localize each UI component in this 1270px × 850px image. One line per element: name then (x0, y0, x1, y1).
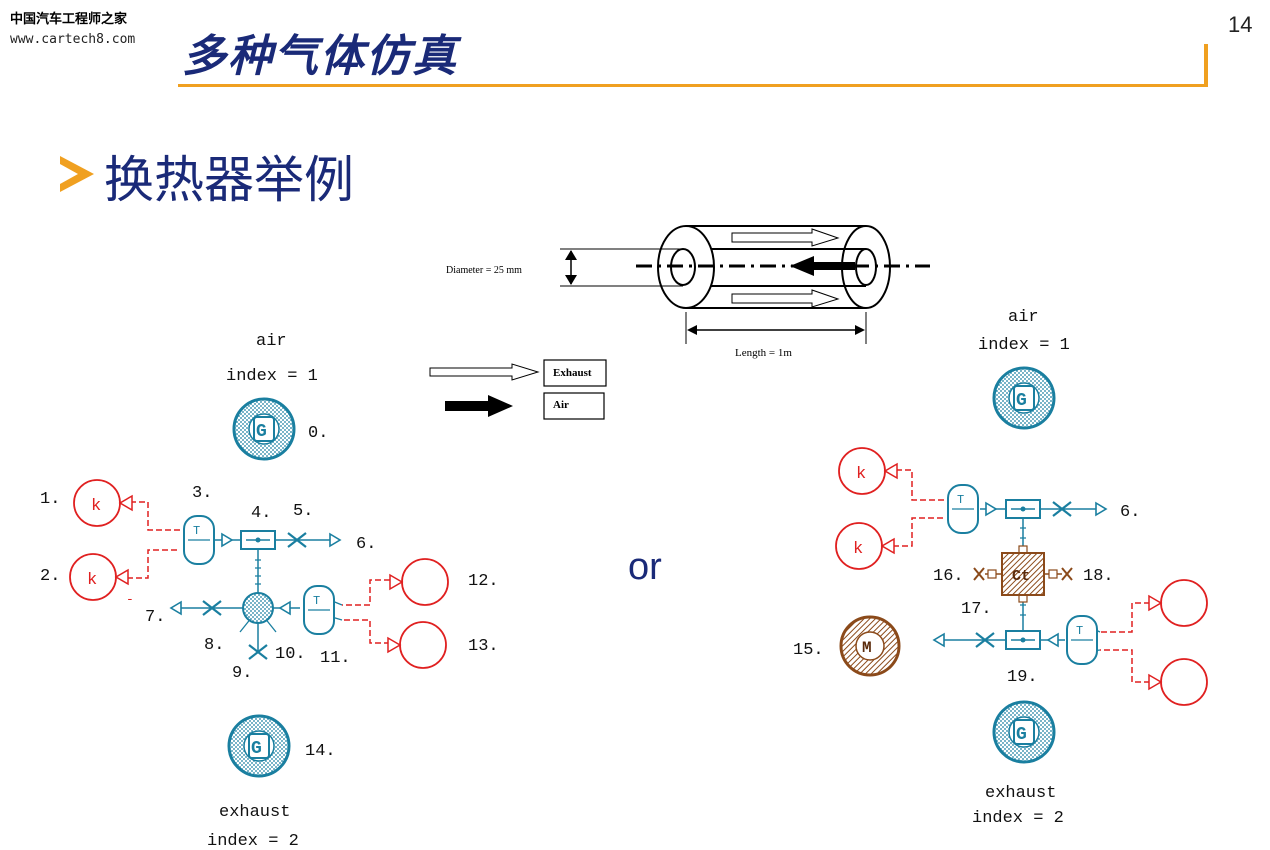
bullet-arrow-icon-inner (60, 164, 78, 184)
comp-label-4: 4. (251, 504, 271, 523)
left-k-icon-13[interactable] (387, 621, 447, 669)
left-air-index: index = 1 (226, 367, 318, 386)
legend-exhaust-label: Exhaust (553, 367, 592, 379)
right-arrow-bottom-out (933, 633, 945, 647)
legend-air-label: Air (553, 399, 569, 411)
left-temp-letter-3: T (193, 524, 200, 538)
hollow-arrow-icon (429, 363, 540, 381)
section-subtitle: 换热器举例 (104, 151, 354, 209)
left-arrow-11 (279, 601, 291, 615)
right-comp-label-17: 17. (961, 600, 992, 619)
comp-label-7: 7. (145, 608, 165, 627)
slide-title: 多种气体仿真 (182, 31, 458, 82)
right-model: air index = 1 G k k T Ct (793, 308, 1208, 828)
left-k-icon-12[interactable] (389, 558, 449, 606)
comp-label-12: 12. (468, 572, 499, 591)
comp-label-9: 9. (232, 664, 252, 683)
left-exhaust-label: exhaust (219, 803, 290, 822)
right-comp-label-6: 6. (1120, 503, 1140, 522)
right-arrow-bottom-in (1047, 633, 1059, 647)
title-underline (178, 84, 1208, 87)
right-k-icon-d[interactable] (1148, 658, 1208, 706)
length-label: Length = 1m (735, 347, 792, 359)
comp-label-10: 10. (275, 645, 306, 664)
right-motor-letter: M (862, 639, 872, 657)
right-k-letter-a: k (856, 465, 866, 484)
left-model: air index = 1 G 0. k k T T (40, 332, 499, 850)
right-hx-icon-19[interactable] (1005, 630, 1041, 650)
right-temp-letter-b: T (1076, 624, 1083, 638)
legend-air-box (543, 392, 605, 420)
logo-chinese-text: 中国汽车工程师之家 (10, 12, 128, 27)
right-k-icon-a[interactable] (838, 447, 898, 495)
stray-mark: - (126, 592, 134, 607)
left-air-label: air (256, 332, 287, 351)
left-arrow-3 (221, 533, 233, 547)
diameter-label: Diameter = 25 mm (446, 265, 522, 276)
solid-arrow-icon (445, 395, 513, 417)
left-arrow-6 (329, 533, 341, 547)
right-air-label: air (1008, 308, 1039, 327)
right-exhaust-index: index = 2 (972, 809, 1064, 828)
right-gas-exhaust-letter: G (1016, 725, 1027, 745)
pipe-figure: Diameter = 25 mm Length = 1m (446, 225, 930, 359)
flow-legend: Exhaust Air (429, 359, 607, 420)
right-controller-icon[interactable] (1001, 552, 1045, 596)
comp-label-0: 0. (308, 424, 328, 443)
left-arrow-7 (170, 601, 182, 615)
right-k-icon-c[interactable] (1148, 579, 1208, 627)
logo-url-text: www.cartech8.com (10, 32, 136, 47)
left-gas-exhaust-letter: G (251, 739, 262, 759)
right-temp-letter-a: T (957, 493, 964, 507)
comp-label-11: 11. (320, 649, 351, 668)
right-arrow-6 (1095, 502, 1107, 516)
left-gas-air-letter: G (256, 422, 267, 442)
comp-label-5: 5. (293, 502, 313, 521)
right-gas-air-letter: G (1016, 391, 1027, 411)
left-k-letter-1: k (91, 497, 101, 516)
right-comp-label-18: 18. (1083, 567, 1114, 586)
comp-label-8: 8. (204, 636, 224, 655)
right-comp-label-19: 19. (1007, 668, 1038, 687)
or-separator: or (628, 546, 662, 588)
left-hx-icon-4[interactable] (240, 530, 276, 550)
legend-exhaust-box (543, 359, 607, 387)
right-k-letter-b: k (853, 540, 863, 559)
left-exhaust-index: index = 2 (207, 832, 299, 850)
right-exhaust-label: exhaust (985, 784, 1056, 803)
title-underline-corner (1204, 44, 1208, 87)
comp-label-14: 14. (305, 742, 336, 761)
comp-label-6: 6. (356, 535, 376, 554)
left-k-letter-2: k (87, 571, 97, 590)
right-controller-letter: Ct (1012, 568, 1030, 585)
comp-label-3: 3. (192, 484, 212, 503)
left-junction-icon-8[interactable] (242, 592, 274, 624)
right-comp-label-16: 16. (933, 567, 964, 586)
left-k-icon-2[interactable] (69, 553, 129, 601)
right-air-index: index = 1 (978, 336, 1070, 355)
right-k-icon-b[interactable] (835, 522, 895, 570)
right-arrow-a (985, 502, 997, 516)
right-hx-icon-top[interactable] (1005, 499, 1041, 519)
comp-label-2: 2. (40, 567, 60, 586)
left-temp-letter-11: T (313, 594, 320, 608)
comp-label-13: 13. (468, 637, 499, 656)
left-k-icon-1[interactable] (73, 479, 133, 527)
comp-label-1: 1. (40, 490, 60, 509)
page-number: 14 (1228, 12, 1253, 37)
right-comp-label-15: 15. (793, 641, 824, 660)
